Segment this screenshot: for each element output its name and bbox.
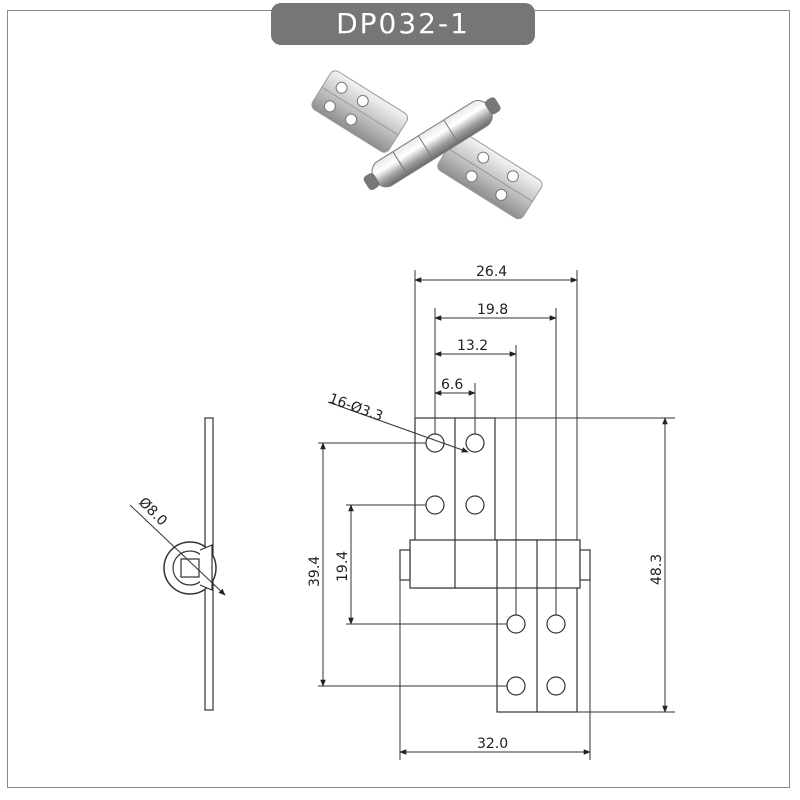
dim-barrel-length: 32.0 <box>477 736 508 752</box>
front-view <box>399 417 591 713</box>
dim-width-total: 26.4 <box>476 264 507 280</box>
dim-height-2: 19.4 <box>335 551 351 582</box>
hinge-photo <box>311 70 543 220</box>
dim-width-3: 13.2 <box>457 338 488 354</box>
dim-width-4: 6.6 <box>441 377 463 393</box>
part-number-title: DP032-1 <box>271 3 535 45</box>
side-view <box>129 417 226 711</box>
dim-height-total: 48.3 <box>649 554 665 585</box>
barrel-diameter-label: Ø8.0 <box>135 495 170 530</box>
dim-width-2: 19.8 <box>477 302 508 318</box>
dim-height-1: 39.4 <box>307 556 323 587</box>
dimension-lines <box>318 270 675 760</box>
dim-holes-label: 16-Ø3.3 <box>327 391 385 425</box>
